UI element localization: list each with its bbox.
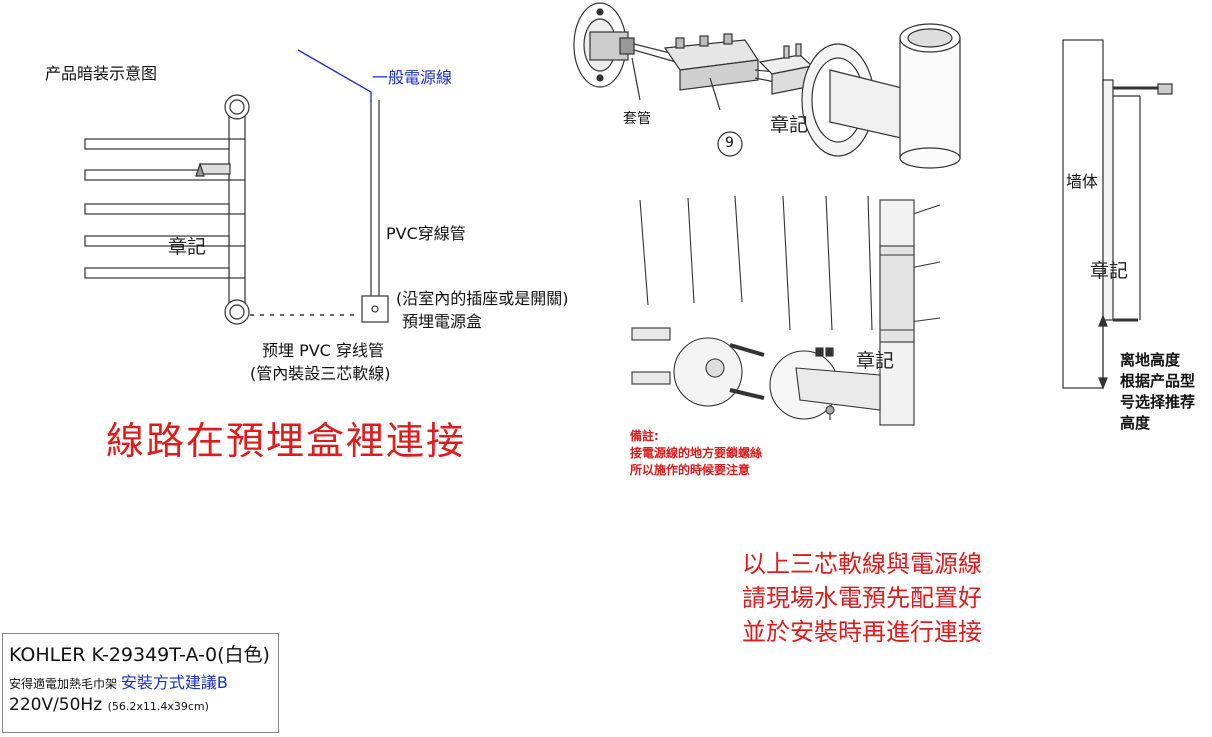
wiring-note: 以上三芯軟線與電源線 請現場水電預先配置好 並於安裝時再進行連接 — [742, 547, 982, 649]
product-line: 安得適電加熱毛巾架 安裝方式建議B — [9, 669, 272, 693]
height-note-line: 根据产品型 — [1120, 372, 1196, 390]
diagram-title: 产品暗装示意图 — [45, 64, 158, 83]
remark-title: 備註: — [630, 429, 659, 443]
remark-line-2: 所以施作的時候要注意 — [630, 463, 751, 477]
model-name: KOHLER K-29349T-A-0(白色) — [9, 644, 270, 666]
headline: 線路在預埋盒裡連接 — [106, 419, 467, 463]
seal-mark-left: 章記 — [168, 236, 207, 258]
remark-line-1: 接電源線的地方要鎖螺絲 — [630, 446, 763, 460]
seal-mark-right: 章記 — [1090, 260, 1129, 282]
mounting-detail — [631, 195, 941, 426]
wiring-note-line: 以上三芯軟線與電源線 — [742, 550, 982, 578]
install-method: 安裝方式建議B — [120, 673, 228, 692]
embedded-pvc-label: 预埋 PVC 穿线管 — [262, 341, 384, 360]
height-note-line: 离地高度 — [1120, 351, 1181, 369]
product-name: 安得適電加熱毛巾架 — [9, 677, 118, 691]
pvc-conduit-label: PVC穿線管 — [386, 224, 466, 243]
towel-rack-elevation — [84, 94, 389, 325]
seal-mark-top: 章記 — [770, 114, 809, 136]
wall-label: 墙体 — [1066, 172, 1099, 191]
dimensions: (56.2x11.4x39cm) — [107, 700, 209, 713]
power-line — [297, 49, 372, 102]
power-line-label: 一般電源線 — [372, 68, 453, 87]
embedded-pvc-note: (管內裝設三芯軟線) — [250, 364, 391, 383]
sleeve-label: 套管 — [623, 111, 651, 127]
part-number: 9 — [725, 135, 734, 151]
height-note: 离地高度 根据产品型 号选择推荐 高度 — [1120, 350, 1195, 434]
connector-exploded-view — [573, 2, 961, 169]
height-note-line: 号选择推荐 — [1120, 393, 1196, 411]
wiring-note-line: 請現場水電預先配置好 — [742, 584, 982, 612]
seal-mark-mount: 章記 — [856, 350, 895, 372]
power-line: 220V/50Hz (56.2x11.4x39cm) — [9, 695, 272, 715]
voltage: 220V/50Hz — [9, 695, 103, 715]
box-label: 預埋電源盒 — [402, 312, 483, 331]
wiring-note-line: 並於安裝時再進行連接 — [742, 618, 982, 646]
spec-box: KOHLER K-29349T-A-0(白色) 安得適電加熱毛巾架 安裝方式建議… — [2, 633, 279, 733]
socket-note: (沿室內的插座或是開關) — [396, 289, 569, 308]
height-note-line: 高度 — [1120, 414, 1151, 432]
wall-side-view — [1062, 39, 1173, 390]
